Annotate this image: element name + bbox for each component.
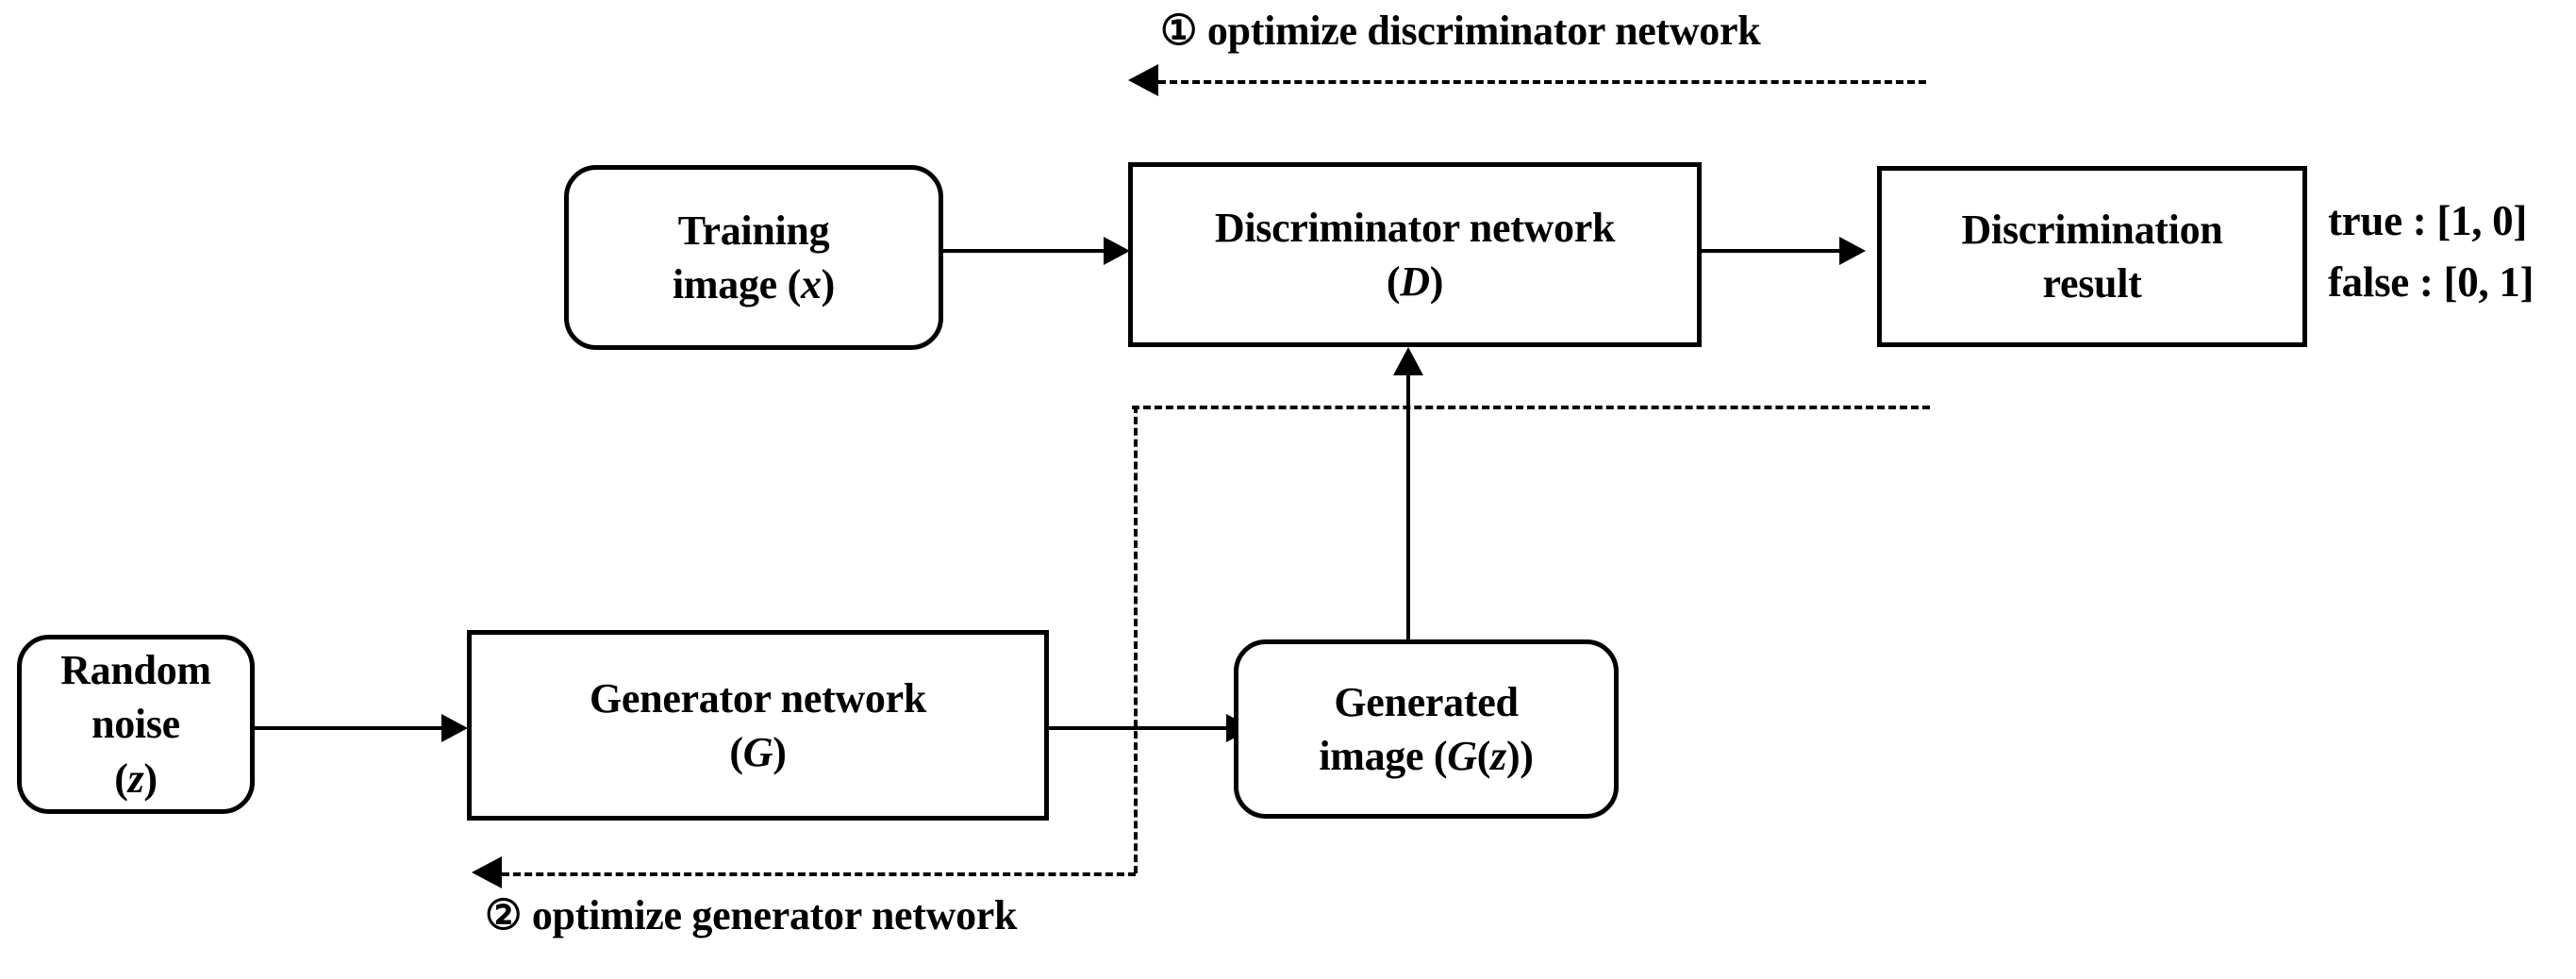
generated-image-line1: Generated [1334, 678, 1519, 725]
generated-image-box: Generated image (G(z)) [1234, 639, 1619, 819]
optimize-generator-dashed-line [502, 872, 1136, 876]
discrimination-result-line2: result [2042, 260, 2142, 307]
training-to-discriminator-line [943, 249, 1105, 253]
arrow-left-icon-optimize-generator [472, 856, 502, 888]
arrow-right-icon-training-to-discriminator [1104, 237, 1130, 265]
discrimination-result-box: Discrimination result [1877, 166, 2307, 347]
generator-line2: (G) [729, 729, 787, 775]
discriminator-network-box: Discriminator network (D) [1128, 162, 1702, 347]
generator-to-generated-line [1049, 726, 1230, 730]
generated-image-line2: image (G(z)) [1319, 733, 1534, 779]
generator-network-box: Generator network (G) [467, 630, 1049, 821]
training-image-line1: Training [677, 207, 830, 254]
random-noise-line2: noise [91, 701, 180, 748]
random-noise-box: Random noise (z) [17, 635, 255, 814]
random-noise-variable: z [127, 755, 144, 802]
training-image-box: Training image (x) [564, 165, 943, 350]
result-encoding-legend: true : [1, 0] false : [0, 1] [2328, 191, 2534, 314]
discriminator-variable: D [1400, 258, 1430, 305]
discrimination-result-line1: Discrimination [1961, 206, 2223, 253]
noise-to-generator-line [255, 726, 443, 730]
generator-line1: Generator network [590, 674, 926, 722]
arrow-right-icon-noise-to-generator [441, 714, 468, 742]
discriminator-line2: (D) [1386, 258, 1444, 305]
generated-to-discriminator-line [1406, 373, 1410, 641]
training-image-line2: image (x) [672, 261, 836, 307]
legend-false-value: false : [0, 1] [2328, 258, 2534, 307]
arrow-left-icon-optimize-discriminator [1128, 64, 1158, 96]
random-noise-line1: Random [60, 647, 211, 694]
legend-true-value: true : [1, 0] [2328, 197, 2528, 244]
arrow-up-icon-generated-to-discriminator [1393, 347, 1423, 375]
generator-feedback-vertical-dashed-line [1134, 406, 1138, 873]
generated-image-variable-z: z [1490, 733, 1506, 779]
training-image-variable: x [800, 261, 822, 307]
discriminator-line1: Discriminator network [1214, 204, 1616, 251]
optimize-generator-label: ② optimize generator network [485, 892, 1018, 938]
generator-feedback-top-dashed-line [1132, 406, 1930, 409]
generated-image-variable-g: G [1447, 733, 1477, 779]
optimize-discriminator-dashed-line [1158, 80, 1926, 84]
discriminator-to-result-line [1702, 249, 1841, 253]
generator-variable: G [742, 729, 773, 775]
random-noise-line3: (z) [114, 755, 158, 802]
arrow-right-icon-discriminator-to-result [1839, 237, 1866, 265]
optimize-discriminator-label: ① optimize discriminator network [1160, 8, 1761, 54]
